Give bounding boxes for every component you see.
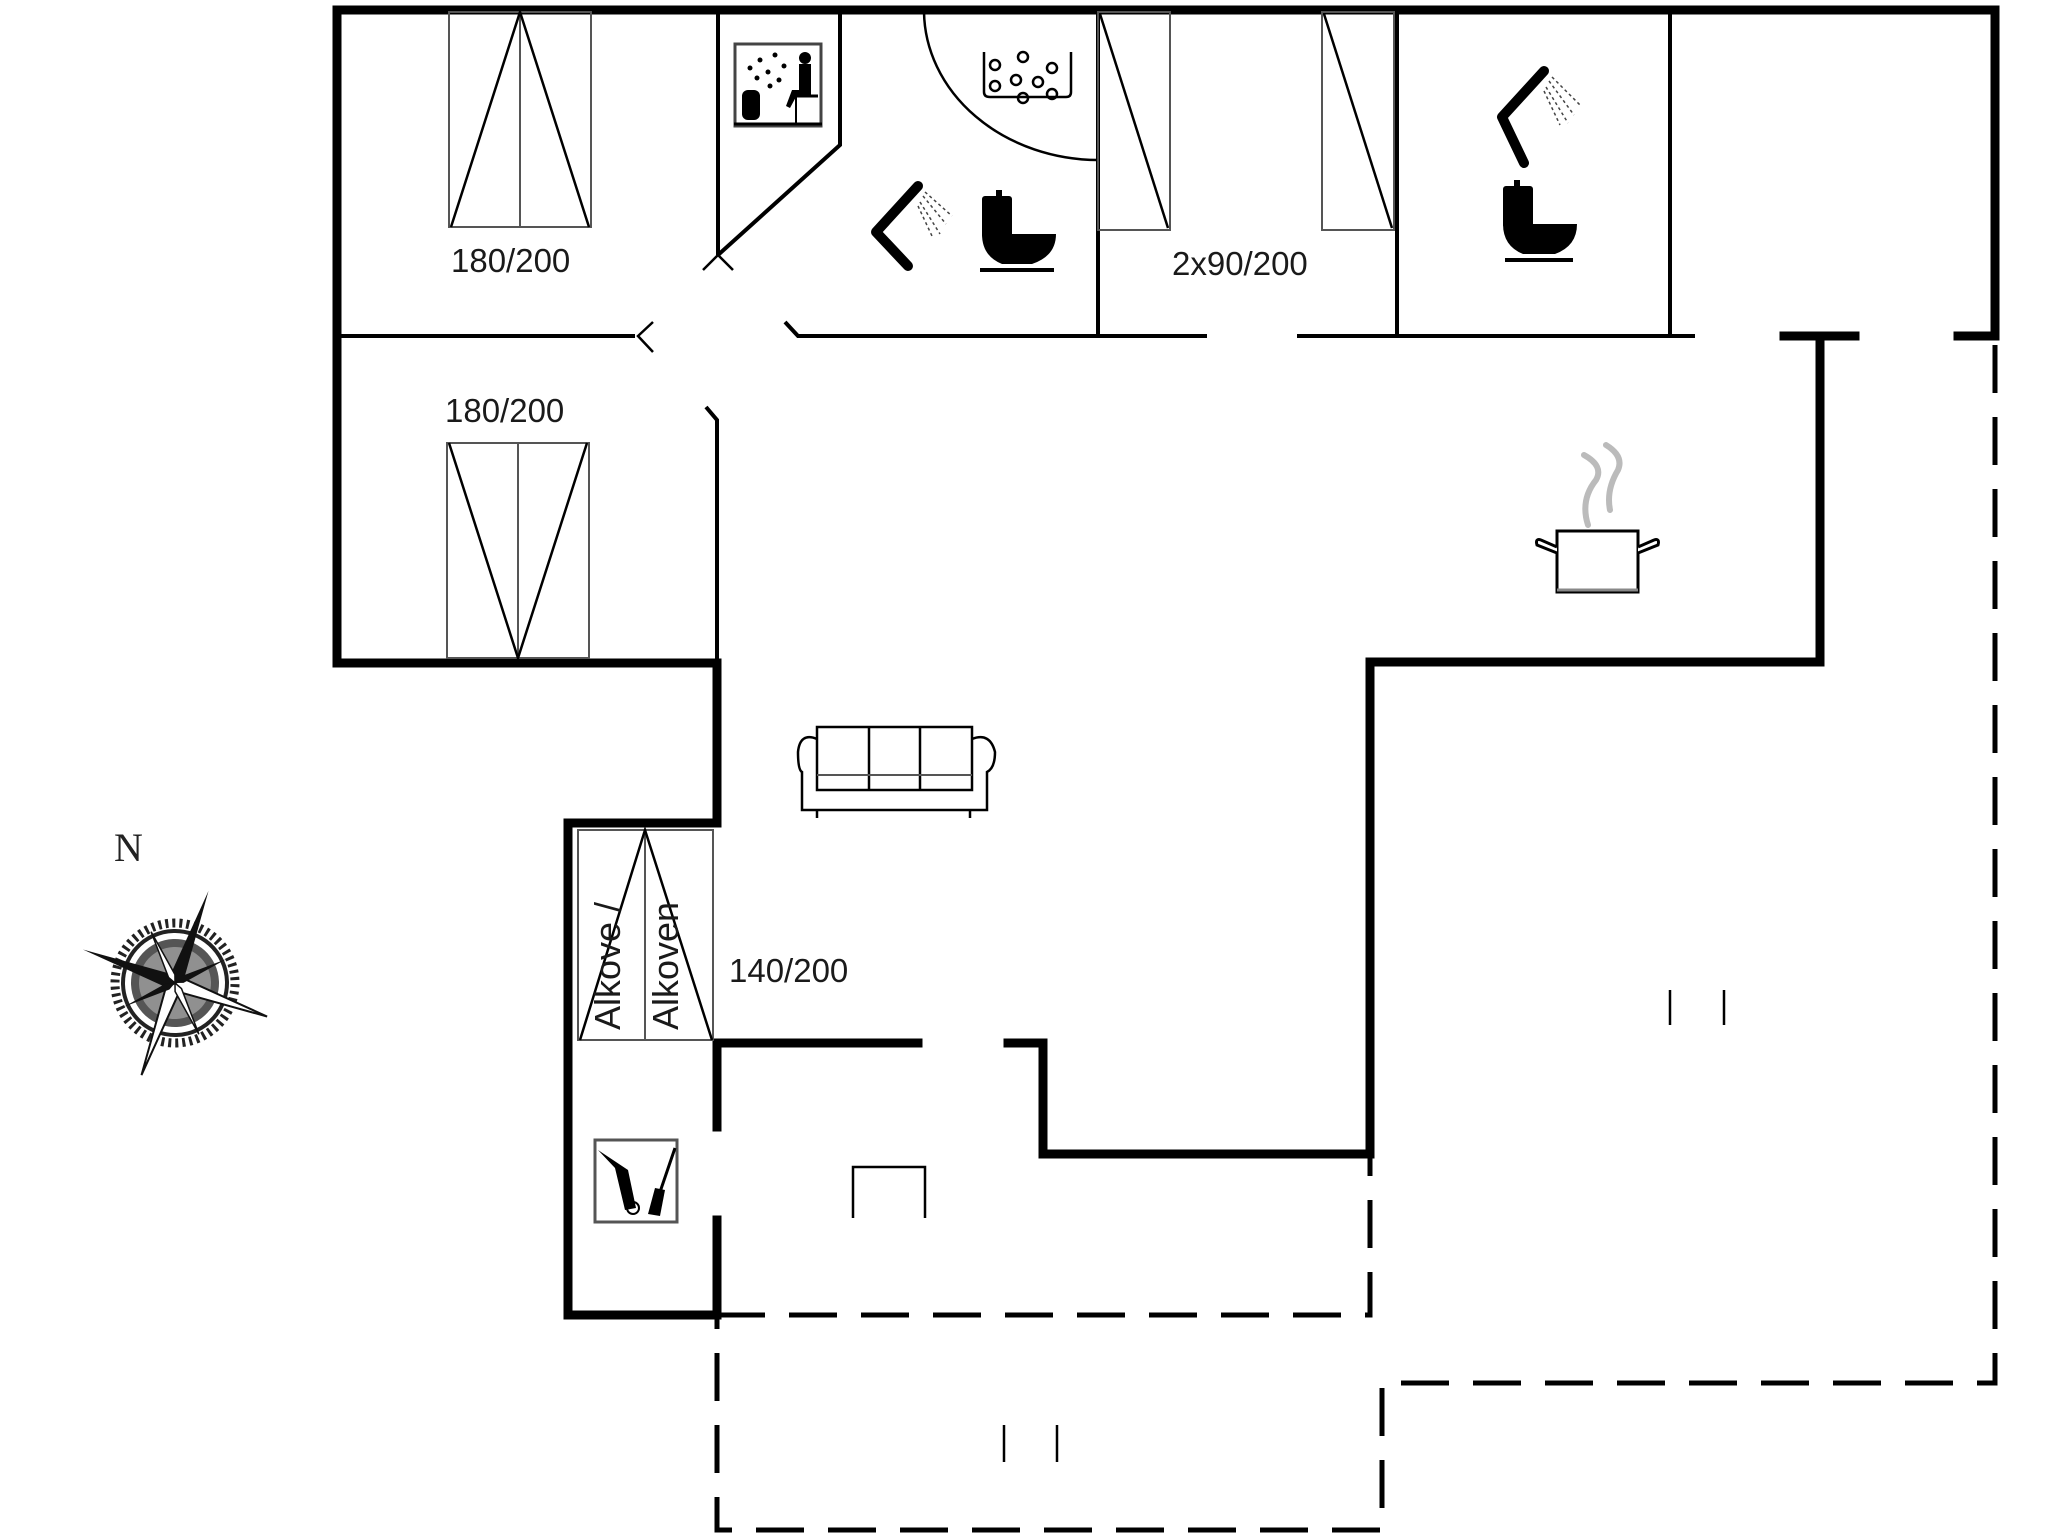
bed-size-label-bedroom-1: 180/200 [451, 242, 571, 279]
inner-walls [337, 10, 1695, 663]
whirlpool-bath-icon [982, 50, 1073, 105]
vacuum-cleaner-icon [593, 1138, 679, 1224]
bed-alcove [577, 825, 714, 1041]
bed-bedroom-2 [446, 442, 590, 663]
outer-walls [332, 5, 2000, 1320]
compass-north-label: N [114, 825, 143, 870]
step-markers-terrace-bottom [1002, 1425, 1059, 1462]
alcove-label-line1: Alkove / [587, 901, 628, 1030]
bed-bedroom-3-right [1321, 11, 1395, 231]
bed-bedroom-1 [448, 7, 592, 228]
cooking-pot-icon [1535, 442, 1660, 594]
toilet-icon [980, 190, 1056, 272]
bed-size-label-alcove: 140/200 [729, 952, 849, 989]
compass-rose-icon [82, 890, 268, 1076]
toilet-icon [1503, 180, 1577, 262]
terrace-outlines [714, 345, 1998, 1533]
shower-icon [871, 181, 953, 271]
step-markers-terrace-right [1668, 990, 1726, 1025]
sauna-icon [733, 42, 823, 128]
shower-icon [1497, 66, 1581, 168]
bed-size-label-bedroom-2: 180/200 [445, 392, 565, 429]
cabinet-outline [851, 1165, 927, 1218]
sofa-icon [796, 725, 997, 818]
bed-size-label-bedroom-3: 2x90/200 [1172, 245, 1308, 282]
bed-bedroom-3-left [1097, 11, 1171, 231]
alcove-label-line2: Alkoven [645, 901, 686, 1030]
